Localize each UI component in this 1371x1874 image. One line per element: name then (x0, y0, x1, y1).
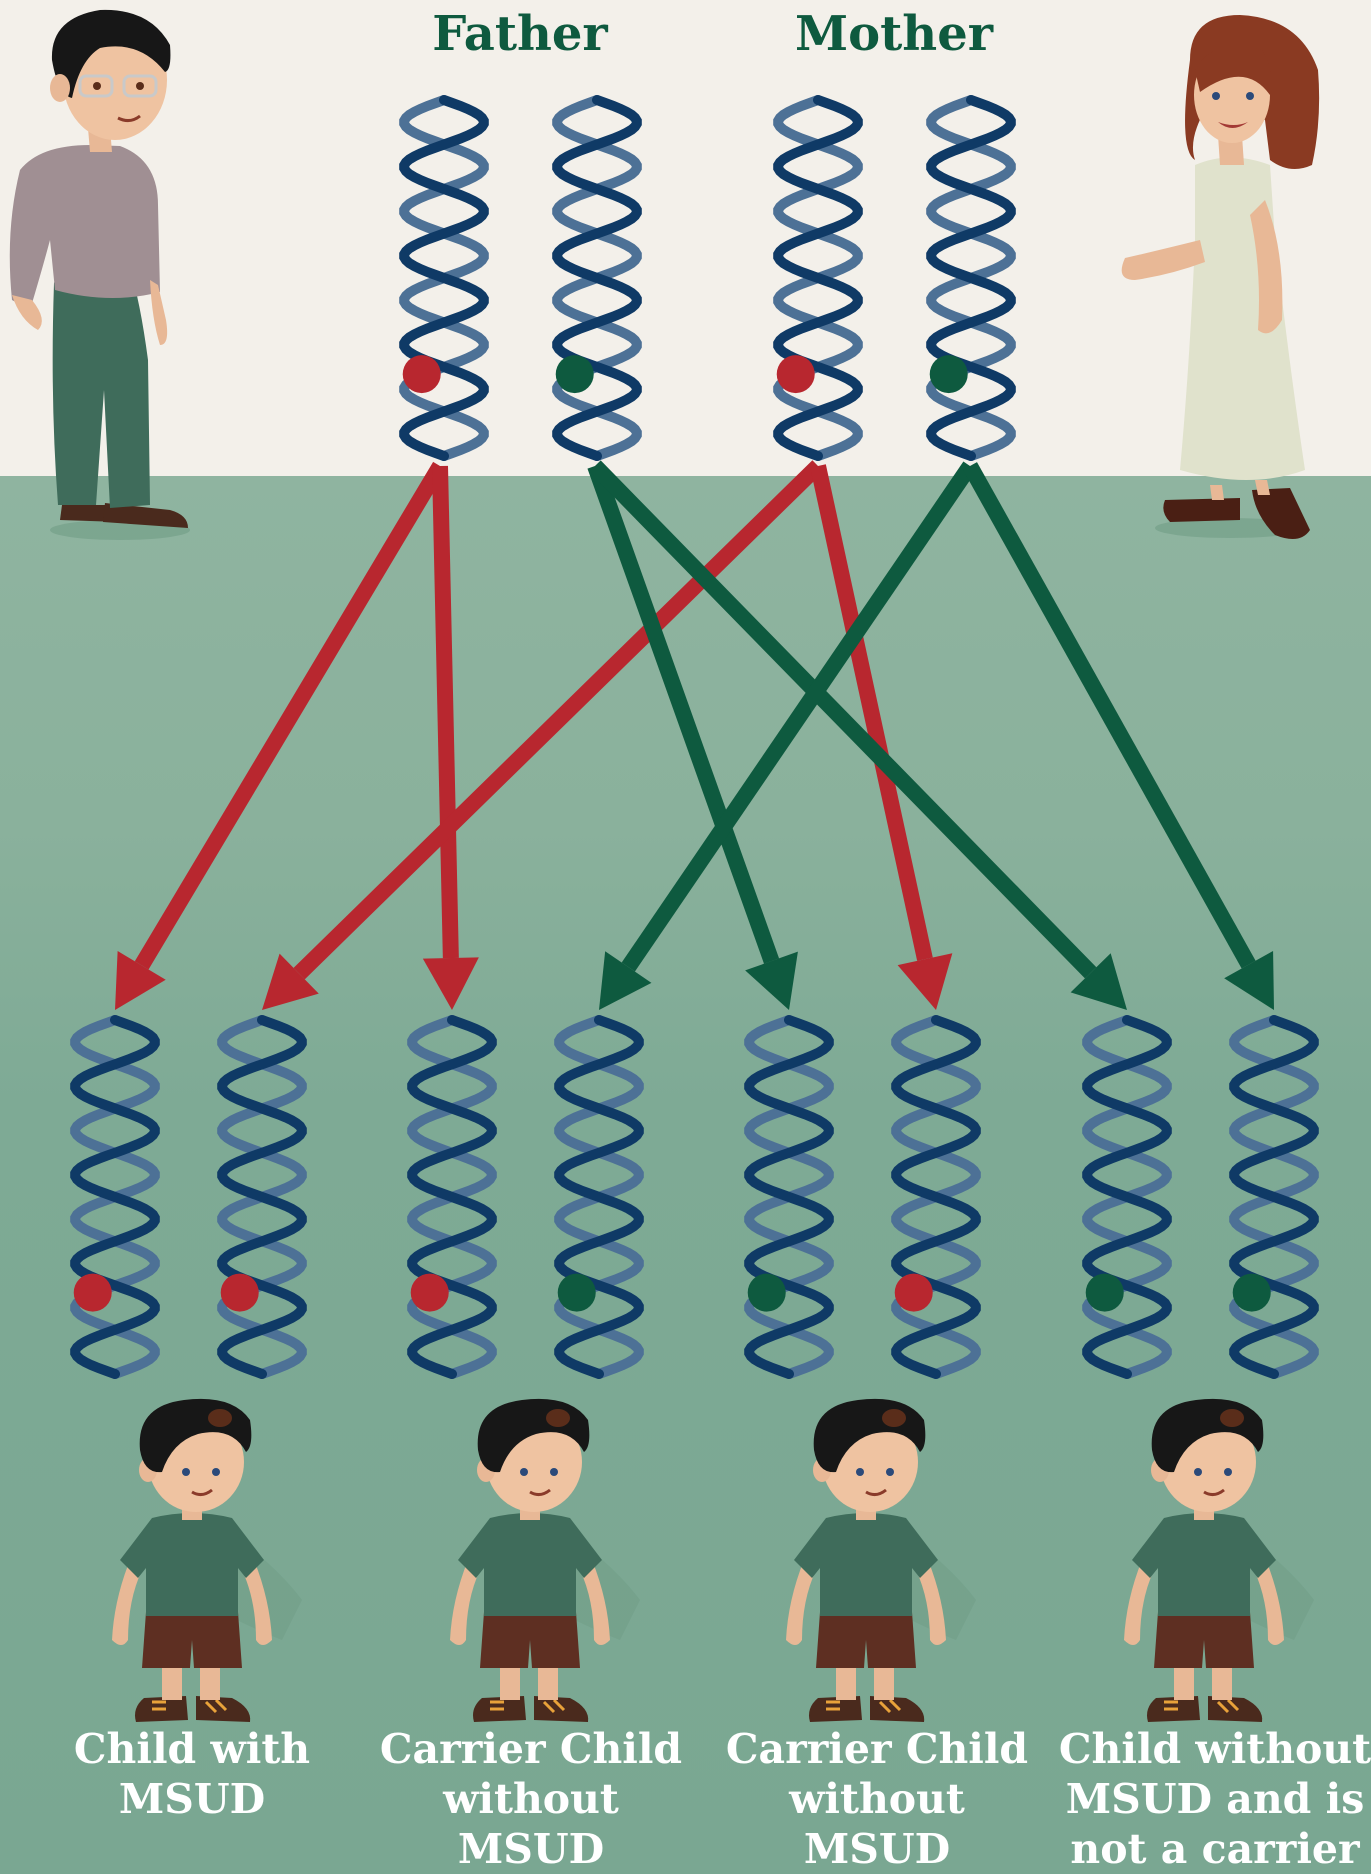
father-illustration (9, 9, 190, 540)
inheritance-arrows (115, 460, 1274, 1010)
child-label-2: Carrier Child without MSUD (379, 1725, 683, 1873)
child-3-illustration (786, 1398, 976, 1722)
normal-allele-marker (557, 1273, 596, 1312)
mother-affected-chromosome (773, 95, 863, 461)
chromosomes (70, 95, 1319, 1379)
affected-allele-marker (894, 1273, 933, 1312)
child-1-chromosome-1 (70, 1015, 160, 1379)
arrow-mother-normal-to-child-2-strand-2 (599, 461, 977, 1010)
affected-allele-marker (410, 1273, 449, 1312)
child-3-chromosome-2 (891, 1015, 981, 1379)
arrow-mother-normal-to-child-4-strand-2 (963, 462, 1274, 1010)
arrow-father-affected-to-child-1-strand-1 (115, 461, 447, 1010)
arrow-father-affected-to-child-2-strand-1 (422, 465, 479, 1010)
arrow-father-normal-to-child-3-strand-1 (587, 463, 798, 1010)
child-1-illustration (112, 1398, 302, 1722)
child-label-4: Child without MSUD and is not a carrier (1058, 1725, 1371, 1873)
child-label-3: Carrier Child without MSUD (725, 1725, 1029, 1873)
mother-illustration (1121, 15, 1320, 539)
affected-allele-marker (776, 355, 815, 394)
child-label-1: Child with MSUD (73, 1725, 311, 1823)
children-illustrations (112, 1398, 1314, 1722)
mother-label: Mother (794, 6, 994, 62)
top-background (0, 0, 1371, 476)
arrow-mother-affected-to-child-1-strand-2 (262, 460, 824, 1010)
child-4-chromosome-1 (1082, 1015, 1172, 1379)
child-2-illustration (450, 1398, 640, 1722)
father-normal-chromosome (552, 95, 642, 461)
affected-allele-marker (220, 1273, 259, 1312)
normal-allele-marker (1232, 1273, 1271, 1312)
arrow-father-normal-to-child-4-strand-1 (589, 460, 1127, 1010)
normal-allele-marker (555, 355, 594, 394)
child-3-chromosome-1 (744, 1015, 834, 1379)
child-4-illustration (1124, 1398, 1314, 1722)
affected-allele-marker (73, 1273, 112, 1312)
child-1-chromosome-2 (217, 1015, 307, 1379)
child-2-chromosome-2 (554, 1015, 644, 1379)
normal-allele-marker (929, 355, 968, 394)
father-label: Father (432, 6, 608, 62)
normal-allele-marker (1085, 1273, 1124, 1312)
affected-allele-marker (402, 355, 441, 394)
normal-allele-marker (747, 1273, 786, 1312)
mother-normal-chromosome (926, 95, 1016, 461)
child-2-chromosome-1 (407, 1015, 497, 1379)
father-affected-chromosome (399, 95, 489, 461)
arrow-mother-affected-to-child-3-strand-2 (810, 464, 953, 1010)
child-4-chromosome-2 (1229, 1015, 1319, 1379)
